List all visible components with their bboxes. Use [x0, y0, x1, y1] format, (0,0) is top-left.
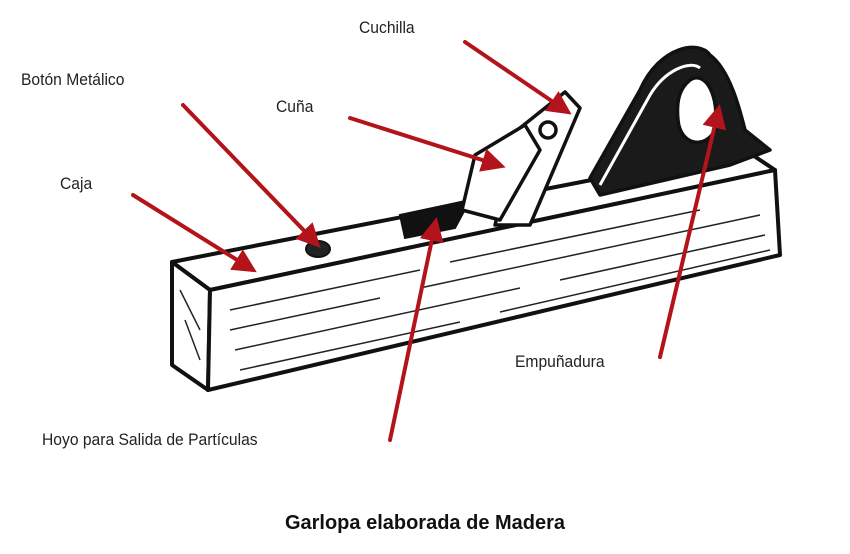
- label-empunadura: Empuñadura: [515, 352, 605, 371]
- arrow-empunadura: [658, 104, 726, 359]
- arrow-cuna: [348, 116, 506, 172]
- metal-button: [305, 240, 331, 258]
- arrow-cuchilla: [463, 40, 572, 115]
- label-caja: Caja: [60, 174, 93, 193]
- diagram-title: Garlopa elaborada de Madera: [284, 512, 566, 534]
- handle: [588, 45, 772, 197]
- arrow-hoyo: [388, 217, 444, 442]
- arrow-caja: [131, 193, 257, 273]
- label-boton-metalico: Botón Metálico: [21, 70, 125, 89]
- label-hoyo: Hoyo para Salida de Partículas: [42, 430, 258, 449]
- label-cuna: Cuña: [276, 97, 314, 116]
- label-cuchilla: Cuchilla: [359, 18, 415, 37]
- arrow-boton: [181, 103, 321, 248]
